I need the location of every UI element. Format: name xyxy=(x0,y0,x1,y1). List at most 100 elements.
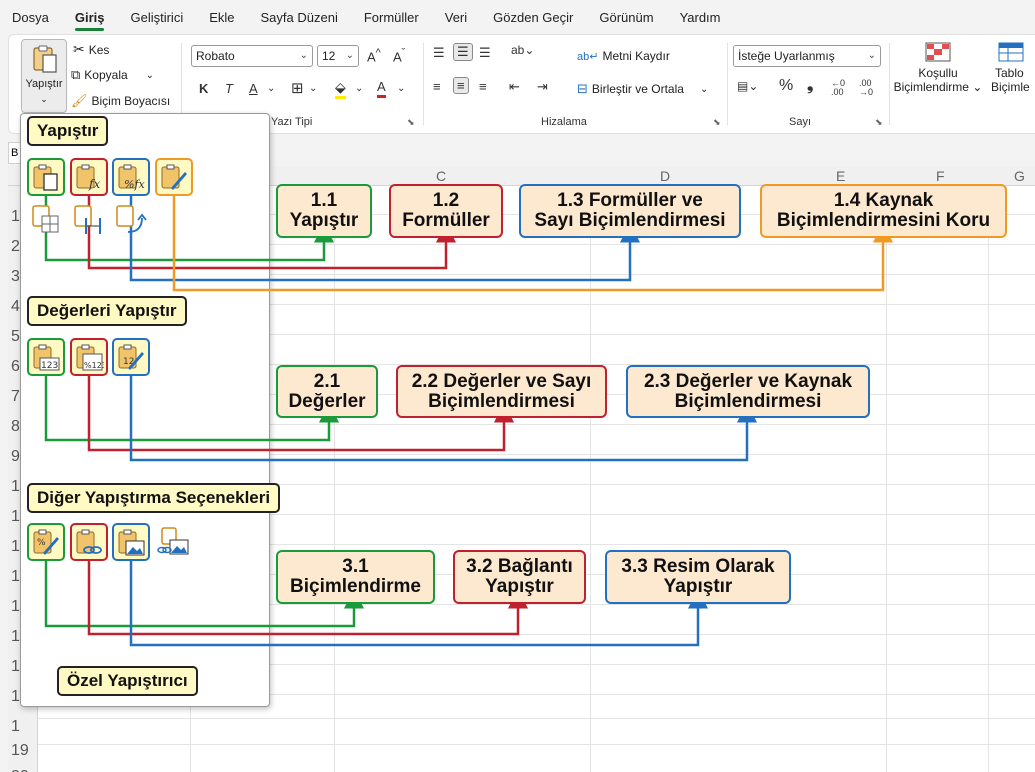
menu-giris[interactable]: Giriş xyxy=(74,9,105,31)
conditional-label-1: Koşullu xyxy=(918,66,958,80)
row-header[interactable]: 19 xyxy=(11,742,29,759)
column-header-f[interactable]: F xyxy=(936,168,945,184)
chevron-down-icon[interactable]: ⌄ xyxy=(355,83,364,94)
cut-button[interactable]: ✂ Kes xyxy=(73,41,109,58)
callout-2-2-values-number-format: 2.2 Değerler ve Sayı Biçimlendirmesi xyxy=(396,365,607,418)
wrap-text-icon: ab↵ xyxy=(577,50,599,63)
paste-option-picture[interactable] xyxy=(112,523,150,561)
comma-style-button[interactable]: ❟ xyxy=(807,77,814,94)
font-size-value: 12 xyxy=(322,49,336,63)
decrease-font-icon[interactable]: Aˇ xyxy=(393,47,406,65)
paste-option-link[interactable] xyxy=(70,523,108,561)
increase-indent-icon[interactable]: ⇥ xyxy=(537,79,548,94)
format-painter-button[interactable]: 🖌 Biçim Boyacısı xyxy=(71,93,170,109)
align-top-icon[interactable]: ☰ xyxy=(433,45,445,60)
wrap-text-button[interactable]: ab↵ Metni Kaydır xyxy=(577,49,670,63)
dialog-launcher-icon[interactable]: ⬊ xyxy=(713,117,721,127)
paste-option-formulas-number-format[interactable]: %fx xyxy=(112,158,150,196)
copy-label: Kopyala xyxy=(84,68,128,82)
increase-font-icon[interactable]: A^ xyxy=(367,47,381,65)
italic-button[interactable]: T xyxy=(225,81,233,96)
row-header[interactable]: 7 xyxy=(11,388,20,405)
align-bottom-icon[interactable]: ☰ xyxy=(479,45,491,60)
menu-sayfa-duzeni[interactable]: Sayfa Düzeni xyxy=(260,9,338,25)
row-header[interactable]: 5 xyxy=(11,328,20,345)
row-header[interactable]: 2 xyxy=(11,238,20,255)
menu-gorunum[interactable]: Görünüm xyxy=(599,9,654,25)
row-header[interactable]: 1 xyxy=(11,478,20,495)
menu-gelistirici[interactable]: Geliştirici xyxy=(130,9,184,25)
column-header-d[interactable]: D xyxy=(660,168,671,184)
orientation-icon[interactable]: ab⌄ xyxy=(511,43,535,57)
paste-option-values[interactable]: 123 xyxy=(27,338,65,376)
decrease-indent-icon[interactable]: ⇤ xyxy=(509,79,520,94)
merge-center-button[interactable]: ⊟ Birleştir ve Ortala ⌄ xyxy=(577,81,708,97)
format-as-table-button[interactable]: Tablo Biçimle xyxy=(991,41,1035,94)
row-header[interactable]: 1 xyxy=(11,508,20,525)
align-left-icon[interactable]: ≡ xyxy=(433,79,441,94)
values-12-glyph: 12 xyxy=(123,357,134,367)
conditional-formatting-button[interactable]: Koşullu Biçimlendirme ⌄ xyxy=(893,41,983,94)
row-header[interactable]: 1 xyxy=(11,568,20,585)
row-header[interactable]: 20 xyxy=(11,768,29,772)
chevron-down-icon[interactable]: ⌄ xyxy=(397,83,406,94)
row-header[interactable]: 9 xyxy=(11,448,20,465)
number-format-combo[interactable]: İsteğe Uyarlanmış ⌄ xyxy=(733,45,881,67)
row-header[interactable]: 1 xyxy=(11,658,20,675)
chevron-down-icon[interactable]: ⌄ xyxy=(309,83,318,94)
menu-gozden-gecir[interactable]: Gözden Geçir xyxy=(493,9,574,25)
bold-button[interactable]: K xyxy=(199,81,209,96)
row-header[interactable]: 8 xyxy=(11,418,20,435)
align-middle-icon[interactable]: ☰ xyxy=(453,43,473,61)
column-header-c[interactable]: C xyxy=(436,168,447,184)
menu-dosya[interactable]: Dosya xyxy=(12,9,49,25)
paste-special-label[interactable]: Özel Yapıştırıcı xyxy=(57,666,198,696)
gridline xyxy=(38,334,1035,335)
underline-button[interactable]: A xyxy=(249,81,258,96)
paste-transpose-icon[interactable] xyxy=(114,202,148,236)
chevron-down-icon[interactable]: ⌄ xyxy=(267,83,276,94)
paste-option-paste[interactable] xyxy=(27,158,65,196)
fill-color-icon[interactable]: ⬙ xyxy=(335,79,346,99)
paste-option-values-number-format[interactable]: %123 xyxy=(70,338,108,376)
paste-option-formulas[interactable]: fx xyxy=(70,158,108,196)
row-header[interactable]: 1 xyxy=(11,538,20,555)
paste-keep-column-widths-icon[interactable] xyxy=(72,202,106,236)
row-header[interactable]: 6 xyxy=(11,358,20,375)
align-right-icon[interactable]: ≡ xyxy=(479,79,487,94)
row-header[interactable]: 1 xyxy=(11,718,20,735)
font-size-combo[interactable]: 12 ⌄ xyxy=(317,45,359,67)
paste-linked-picture-icon[interactable] xyxy=(156,524,190,558)
copy-button[interactable]: ⧉ Kopyala ⌄ xyxy=(71,67,154,83)
borders-icon[interactable]: ⊞ xyxy=(291,80,304,97)
row-header[interactable]: 1 xyxy=(11,688,20,705)
brush-icon: 🖌 xyxy=(71,93,88,108)
font-color-button[interactable]: A xyxy=(377,79,386,98)
paste-option-formatting[interactable]: % xyxy=(27,523,65,561)
gridline xyxy=(590,186,591,772)
column-header-e[interactable]: E xyxy=(836,168,846,184)
row-header[interactable]: 3 xyxy=(11,268,20,285)
row-header[interactable]: 1 xyxy=(11,208,20,225)
font-name-combo[interactable]: Robato ⌄ xyxy=(191,45,313,67)
row-header[interactable]: 1 xyxy=(11,628,20,645)
menu-veri[interactable]: Veri xyxy=(444,9,468,25)
row-header[interactable]: 4 xyxy=(11,298,20,315)
paste-no-borders-icon[interactable] xyxy=(30,202,64,236)
paste-section-heading: Yapıştır xyxy=(27,116,109,146)
percent-button[interactable]: % xyxy=(779,77,794,94)
row-header[interactable]: 1 xyxy=(11,598,20,615)
accounting-format-icon[interactable]: ▤⌄ xyxy=(737,79,759,93)
menu-ekle[interactable]: Ekle xyxy=(209,9,235,25)
align-center-icon[interactable]: ≡ xyxy=(453,77,469,94)
dialog-launcher-icon[interactable]: ⬊ xyxy=(875,117,883,127)
menu-yardim[interactable]: Yardım xyxy=(679,9,721,25)
paste-button[interactable]: Yapıştır ⌄ xyxy=(21,39,67,113)
paste-option-keep-source-formatting[interactable] xyxy=(155,158,193,196)
column-header-g[interactable]: G xyxy=(1014,168,1025,184)
menu-formuller[interactable]: Formüller xyxy=(363,9,419,25)
decrease-decimal-icon[interactable]: .00→0 xyxy=(859,78,874,97)
paste-option-values-source-format[interactable]: 12 xyxy=(112,338,150,376)
dialog-launcher-icon[interactable]: ⬊ xyxy=(407,117,415,127)
increase-decimal-icon[interactable]: ←0.00 xyxy=(831,78,846,97)
